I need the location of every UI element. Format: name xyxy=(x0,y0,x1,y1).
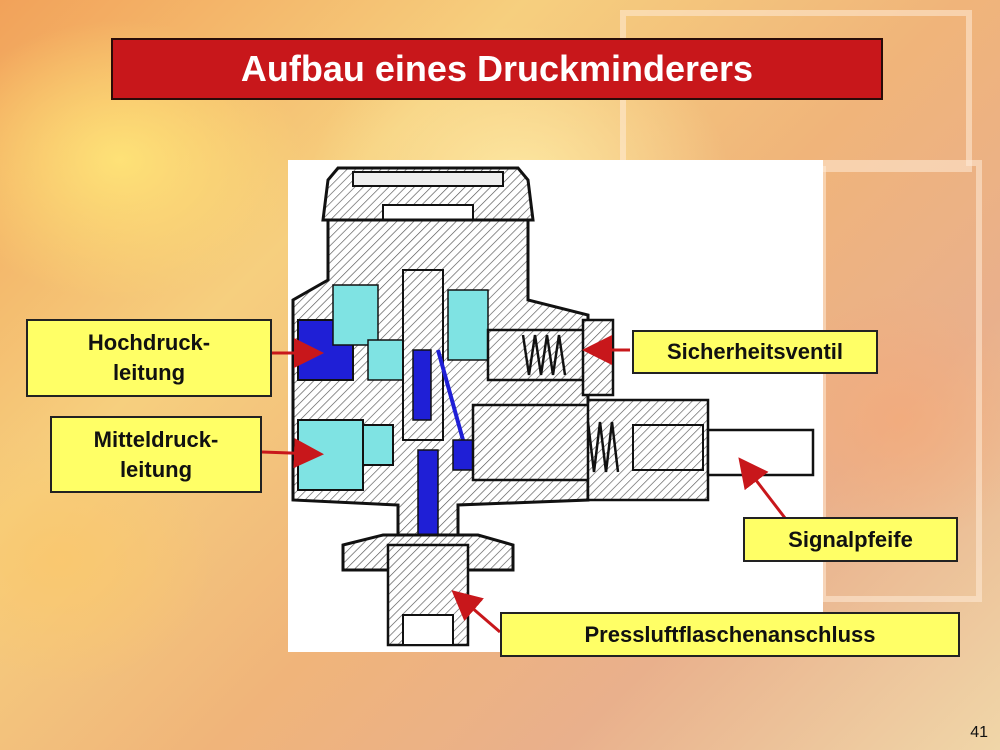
pressure-reducer-diagram xyxy=(288,160,823,652)
label-pressluftflaschenanschluss: Pressluftflaschenanschluss xyxy=(500,612,960,657)
window-frame-decoration xyxy=(820,160,982,602)
cylinder-connection xyxy=(341,533,515,647)
slide-title-text: Aufbau eines Druckminderers xyxy=(240,48,754,89)
label-hochdruckleitung: Hochdruck- leitung xyxy=(26,319,272,397)
medium-pressure-port xyxy=(297,419,364,491)
slide-title: Aufbau eines Druckminderers xyxy=(111,38,883,100)
label-sicherheitsventil: Sicherheitsventil xyxy=(632,330,878,374)
label-signalpfeife: Signalpfeife xyxy=(743,517,958,562)
label-mitteldruckleitung: Mitteldruck- leitung xyxy=(50,416,262,493)
page-number: 41 xyxy=(970,724,988,741)
whistle-tube xyxy=(706,428,815,477)
signal-whistle-assembly xyxy=(471,398,815,502)
